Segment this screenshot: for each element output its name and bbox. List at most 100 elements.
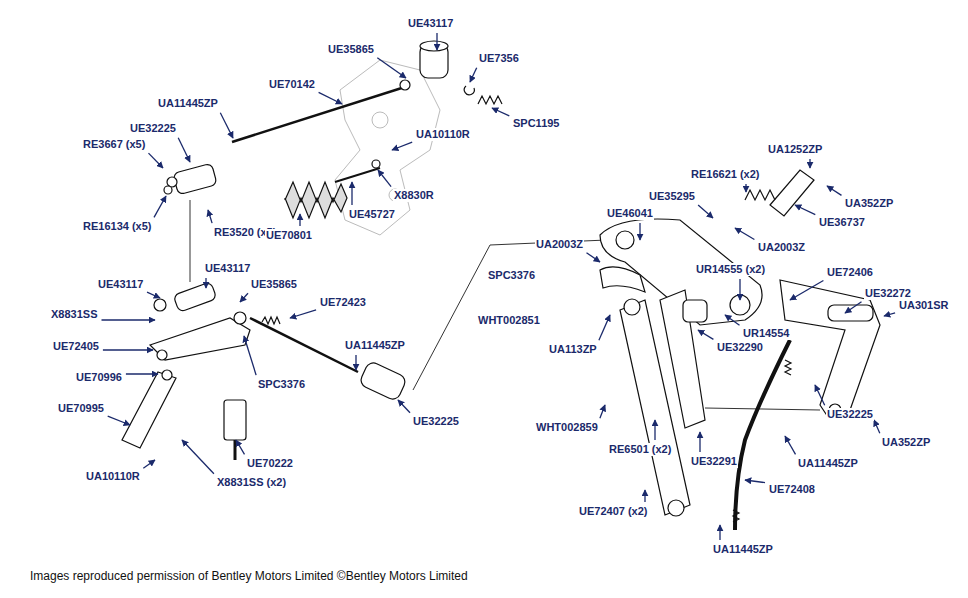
part-number: UA2003Z [535,238,584,251]
leader-arrow [178,138,190,162]
ghost-bracket [335,60,440,235]
part-number: UE43117 [407,17,454,30]
part-number: UE70142 [268,78,316,91]
part-number: UA352ZP [881,436,931,449]
part-number: UA10110R [415,128,471,141]
part-number: UA352ZP [844,197,894,210]
leader-arrow [745,184,746,192]
leader-arrow [654,420,655,440]
leader-arrow [698,205,713,218]
leader-arrow [205,278,206,288]
part-number: SPC1195 [512,117,560,130]
part-number: UA301SR [898,299,950,312]
part-number: X8830R [393,189,435,202]
part-number: RE16134 (x5) [82,220,153,233]
leader-arrow [827,186,842,195]
part-number: UE32225 [129,122,177,135]
part-number: UE32290 [716,341,764,354]
part-number: UA113ZP [548,343,598,356]
part-number: UE43117 [204,262,251,275]
leader-arrow [143,460,155,468]
part-number: UR14555 (x2) [695,263,766,276]
leader-arrow [126,373,158,374]
leader-arrow [725,315,740,325]
leader-arrow [377,58,406,78]
leader-arrow [587,253,601,262]
leader-arrow [351,182,352,205]
part-number: SPC3376 [257,378,306,391]
part-number: UA11445ZP [797,457,859,470]
leader-arrow [600,405,605,418]
part-number: UR14554 [742,327,790,340]
leader-arrow [290,310,316,318]
leader-arrow [220,113,233,138]
part-number: UE70995 [57,402,105,415]
upper-linkage [164,41,502,218]
leader-arrow [149,153,164,168]
leader-arrow [815,385,825,405]
part-number: UE70801 [265,229,313,242]
part-number: UE35865 [250,278,298,291]
leader-arrow [739,279,740,300]
part-number: UE72408 [768,483,816,496]
leader-arrow [699,432,700,452]
part-number: UE32225 [826,408,874,421]
leader-arrow [236,440,245,454]
part-number: RE16621 (x2) [690,168,761,181]
part-number: UE7356 [478,52,520,65]
part-number: UE32291 [690,455,738,468]
right-linkage [600,170,880,530]
leader-arrow [319,92,342,104]
leader-arrow [299,214,300,226]
leader-arrow [874,420,880,433]
part-number: RE6501 (x2) [608,443,672,456]
leader-arrow [398,400,410,413]
part-number: UE32225 [412,415,460,428]
part-number: WHT002851 [477,314,541,327]
part-number: UE35865 [327,43,375,56]
part-number: UE43117 [97,278,144,291]
part-number: UE72423 [319,296,367,309]
copyright-caption: Images reproduced permission of Bentley … [30,569,468,583]
leader-arrow [244,336,256,375]
leader-arrow [698,330,713,339]
leader-arrow [845,302,862,313]
part-number: UE35295 [648,190,696,203]
lower-linkage [122,282,408,460]
leader-arrow [102,319,156,320]
leader-arrow [809,159,810,168]
part-number: UE70222 [246,457,294,470]
part-number: UA1252ZP [767,143,823,156]
leader-arrow [240,293,248,302]
part-number: UE46041 [606,207,654,220]
leader-arrow [154,196,166,217]
construction-line [190,200,820,410]
leader-arrow [795,205,815,215]
part-number: WHT002859 [535,421,599,434]
part-number: UE70996 [75,371,123,384]
leader-arrow [378,170,391,187]
leader-arrow [790,281,823,301]
part-number: X8831SS [50,308,98,321]
leader-arrow [884,313,895,316]
leader-arrow [147,292,160,298]
leader-arrow [719,525,720,540]
part-number: UA10110R [85,470,141,483]
leader-arrow [599,315,610,340]
part-number: X8831SS (x2) [216,476,287,489]
part-number: UA11445ZP [157,97,219,110]
leader-arrow [492,108,509,116]
part-number: UE72405 [52,340,100,353]
part-number: UA11445ZP [344,339,406,352]
part-number: UA11445ZP [712,543,774,556]
leader-arrow [392,142,412,150]
part-number: UE45727 [348,208,396,221]
leader-arrow [470,68,477,82]
leader-arrow [745,480,765,483]
leader-arrow [639,223,640,240]
leader-arrow [355,355,356,370]
part-number: UE72407 (x2) [578,505,649,518]
